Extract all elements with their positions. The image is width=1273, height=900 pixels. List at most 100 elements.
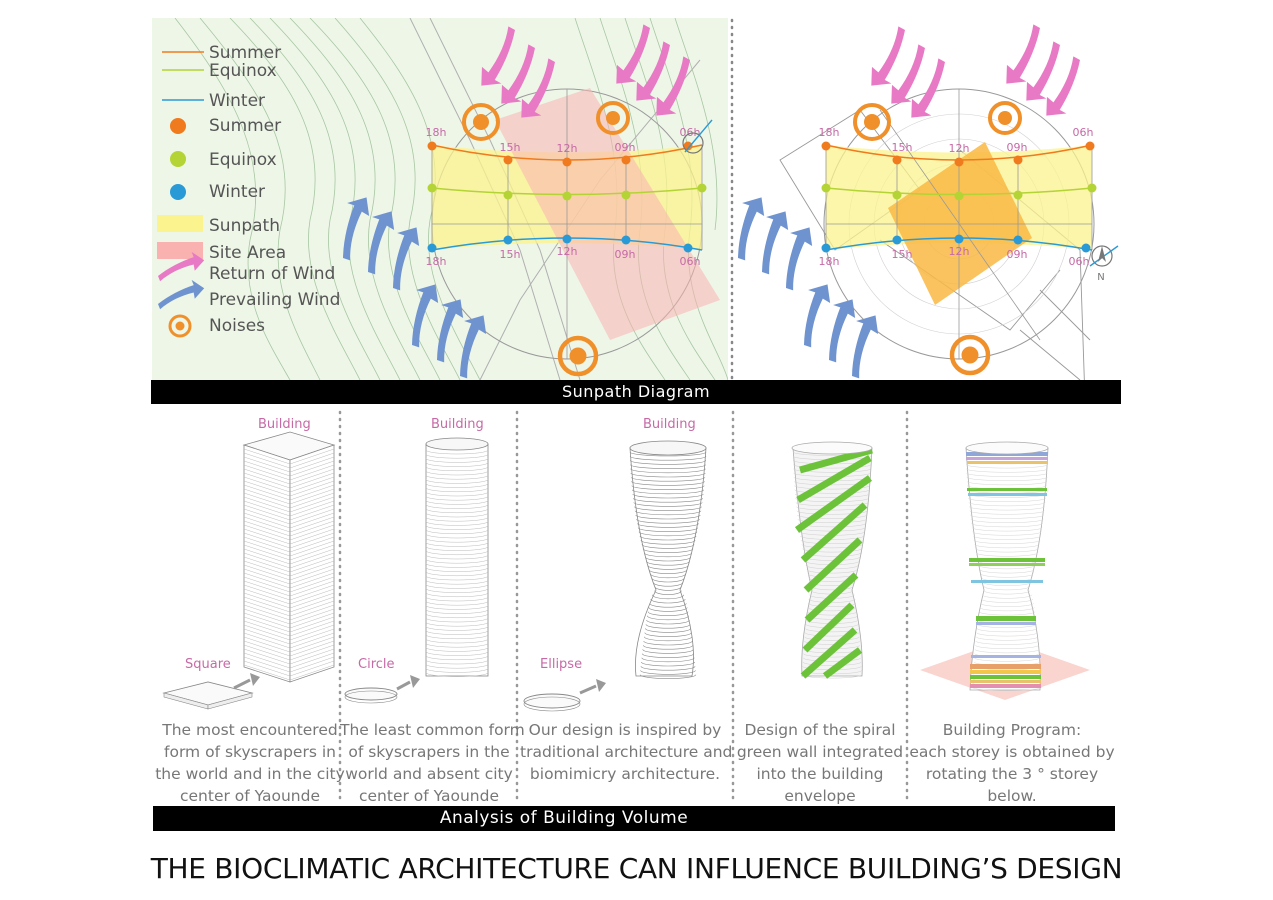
description-line: Building Program: bbox=[942, 721, 1082, 739]
right-sunpath-diagram: 18h 15h 12h 09h 06h 18h 15h 12h 09h 06h … bbox=[713, 22, 1119, 401]
hour-bottom-09: 09h bbox=[615, 248, 636, 261]
description-line: form of skyscrapers in bbox=[164, 743, 336, 761]
hour-bottom-06: 06h bbox=[680, 255, 701, 268]
legend-sunpath: Sunpath bbox=[209, 216, 280, 236]
description-line: each storey is obtained by bbox=[909, 743, 1115, 761]
legend-prevailing-wind: Prevailing Wind bbox=[209, 290, 340, 310]
left-sunpath-diagram: 18h 15h 12h 09h 06h 18h 15h 12h 09h 06h bbox=[318, 22, 720, 381]
hour-bottom-06: 06h bbox=[1069, 255, 1090, 268]
description-line: envelope bbox=[784, 787, 856, 805]
description-line: into the building bbox=[756, 765, 884, 783]
page-headline: THE BIOCLIMATIC ARCHITECTURE CAN INFLUEN… bbox=[150, 852, 1123, 885]
equinox-dots bbox=[821, 183, 1097, 201]
label-building-2: Building bbox=[431, 417, 484, 432]
hour-bottom-15: 15h bbox=[500, 248, 521, 261]
description-line: Design of the spiral bbox=[744, 721, 896, 739]
legend-summer-line: Summer bbox=[209, 43, 281, 63]
floor-lines bbox=[629, 451, 707, 679]
label-ellipse: Ellipse bbox=[540, 657, 582, 672]
legend-site-area: Site Area bbox=[209, 243, 286, 263]
hour-bottom-12: 12h bbox=[557, 245, 578, 258]
green-spiral-bands bbox=[794, 446, 873, 679]
sunpath-title: Sunpath Diagram bbox=[561, 382, 711, 401]
noise-icon bbox=[988, 101, 1022, 135]
description-line: rotating the 3 ° storey bbox=[925, 765, 1099, 783]
north-label: N bbox=[1097, 272, 1104, 283]
noise-icon bbox=[462, 103, 500, 141]
description-line: center of Yaounde bbox=[359, 787, 499, 805]
ellipse-base bbox=[523, 693, 581, 712]
label-building-3: Building bbox=[643, 417, 696, 432]
noise-icon bbox=[596, 101, 630, 135]
description-square: The most encountered form of skyscrapers… bbox=[150, 719, 350, 807]
description-ellipse: Our design is inspired by traditional ar… bbox=[520, 719, 733, 785]
hour-top-18: 18h bbox=[819, 126, 840, 139]
summer-dots bbox=[427, 141, 693, 167]
floor-lines bbox=[425, 449, 489, 677]
spiral-green-tower bbox=[791, 441, 873, 679]
square-base bbox=[162, 681, 254, 710]
building-footprint bbox=[888, 142, 1032, 305]
hour-top-18: 18h bbox=[426, 126, 447, 139]
volume-title: Analysis of Building Volume bbox=[439, 808, 689, 828]
legend-return-wind: Return of Wind bbox=[209, 264, 335, 284]
site-area-swatch bbox=[157, 242, 203, 259]
winter-dots bbox=[821, 234, 1091, 253]
hour-bottom-15: 15h bbox=[892, 248, 913, 261]
return-wind-arrows bbox=[853, 22, 1101, 127]
compass-icon: N bbox=[1089, 245, 1119, 283]
cylinder-tower bbox=[425, 437, 489, 677]
description-line: world and absent city bbox=[345, 765, 513, 783]
circle-base bbox=[344, 687, 398, 704]
hour-top-15: 15h bbox=[892, 141, 913, 154]
summer-dots bbox=[821, 141, 1095, 167]
arrow-icon bbox=[579, 679, 606, 695]
sunpath-title-bar: Sunpath Diagram bbox=[151, 380, 1121, 404]
description-line: The least common form bbox=[340, 721, 525, 739]
winter-dots bbox=[427, 234, 693, 253]
legend-winter-line: Winter bbox=[209, 91, 265, 111]
legend-equinox-dot: Equinox bbox=[209, 150, 277, 170]
hour-top-06: 06h bbox=[1073, 126, 1094, 139]
arrow-icon bbox=[233, 673, 260, 690]
site-area bbox=[495, 88, 720, 340]
noise-icon bbox=[949, 334, 991, 376]
description-line: center of Yaounde bbox=[180, 787, 320, 805]
summer-dot-swatch bbox=[170, 118, 186, 134]
description-line: traditional architecture and bbox=[520, 743, 733, 761]
hour-bottom-18: 18h bbox=[819, 255, 840, 268]
description-line: of skyscrapers in the bbox=[348, 743, 510, 761]
floor-lines bbox=[243, 448, 335, 681]
equinox-dot-swatch bbox=[170, 151, 186, 167]
sun-grid bbox=[431, 89, 703, 359]
arrow-icon bbox=[396, 675, 420, 691]
description-circle: The least common form of skyscrapers in … bbox=[340, 719, 525, 807]
description-line: green wall integrated bbox=[736, 743, 904, 761]
description-program: Building Program: each storey is obtaine… bbox=[909, 719, 1115, 807]
hour-top-09: 09h bbox=[1007, 141, 1028, 154]
label-circle: Circle bbox=[358, 657, 395, 672]
label-building-1: Building bbox=[258, 417, 311, 432]
legend-winter-dot: Winter bbox=[209, 182, 265, 202]
description-line: biomimicry architecture. bbox=[529, 765, 721, 783]
sunpath-swatch bbox=[157, 215, 203, 232]
hour-bottom-18: 18h bbox=[426, 255, 447, 268]
sunpath-legend: Summer Equinox Winter Summer Equinox Win… bbox=[157, 43, 340, 338]
hour-top-09: 09h bbox=[615, 141, 636, 154]
legend-noises: Noises bbox=[209, 316, 265, 336]
label-square: Square bbox=[185, 657, 231, 672]
description-green-wall: Design of the spiral green wall integrat… bbox=[735, 719, 905, 807]
hour-top-15: 15h bbox=[500, 141, 521, 154]
description-line: the world and in the city bbox=[155, 765, 345, 783]
legend-equinox-line: Equinox bbox=[209, 61, 277, 81]
description-line: below. bbox=[987, 787, 1037, 805]
column-dividers bbox=[338, 410, 909, 802]
hour-bottom-09: 09h bbox=[1007, 248, 1028, 261]
noise-icon bbox=[557, 335, 599, 377]
noise-swatch bbox=[168, 314, 192, 338]
hour-top-06: 06h bbox=[680, 126, 701, 139]
ellipse-tower bbox=[629, 440, 707, 679]
square-tower bbox=[242, 431, 336, 683]
sun-grid bbox=[825, 89, 1093, 359]
